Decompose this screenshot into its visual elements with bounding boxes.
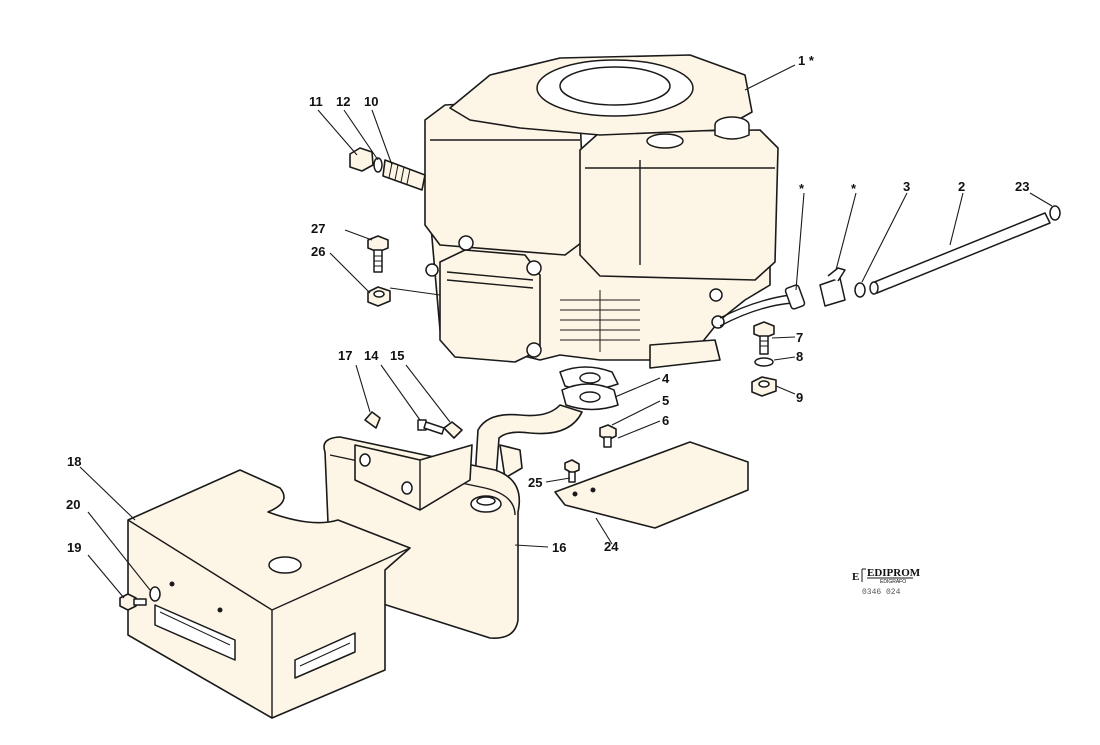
- callout-8: 8: [796, 349, 803, 364]
- exhaust-gaskets: [559, 366, 619, 411]
- callout-9: 9: [796, 390, 803, 405]
- callout-asterisk-b: *: [851, 181, 857, 196]
- callout-7: 7: [796, 330, 803, 345]
- callout-1: 1 *: [798, 53, 815, 68]
- callout-14: 14: [364, 348, 379, 363]
- callout-27: 27: [311, 221, 325, 236]
- publisher-logo: E EDIPROM EDIGRAFO 0346 024: [852, 567, 921, 597]
- callout-5: 5: [662, 393, 669, 408]
- callout-10: 10: [364, 94, 378, 109]
- small-bolt: [599, 424, 617, 448]
- callout-19: 19: [67, 540, 81, 555]
- bolt-nut-left: [367, 235, 391, 307]
- callout-26: 26: [311, 244, 325, 259]
- callout-18: 18: [67, 454, 81, 469]
- callout-11: 11: [309, 94, 323, 109]
- muffler-fasteners: [364, 411, 463, 439]
- callout-4: 4: [662, 371, 670, 386]
- logo-mark: E: [852, 571, 859, 583]
- callout-16: 16: [552, 540, 566, 555]
- fuel-line-parts: [784, 205, 1061, 310]
- callout-17: 17: [338, 348, 352, 363]
- callout-20: 20: [66, 497, 80, 512]
- callout-2: 2: [958, 179, 965, 194]
- callout-asterisk-a: *: [799, 181, 805, 196]
- logo-name: EDIPROM: [867, 567, 921, 579]
- engine-assembly: [424, 54, 793, 369]
- logo-sub: EDIGRAFO: [880, 579, 906, 585]
- leader-lines: [79, 64, 1053, 599]
- callout-12: 12: [336, 94, 350, 109]
- heat-shield-plate: [554, 441, 749, 529]
- callout-25: 25: [528, 475, 542, 490]
- small-screw: [564, 459, 580, 483]
- bolt-nut-right: [751, 321, 777, 397]
- drawing-code: 0346 024: [862, 588, 901, 597]
- callout-labels: 1 * 2 3 * * 4 5 6 7 8 9 10 11 12 14 15 1…: [66, 53, 1029, 555]
- muffler-guard: [127, 469, 411, 719]
- callout-6: 6: [662, 413, 669, 428]
- callout-24: 24: [604, 539, 619, 554]
- stud-nut-set: [349, 147, 426, 191]
- callout-23: 23: [1015, 179, 1029, 194]
- callout-3: 3: [903, 179, 910, 194]
- callout-15: 15: [390, 348, 404, 363]
